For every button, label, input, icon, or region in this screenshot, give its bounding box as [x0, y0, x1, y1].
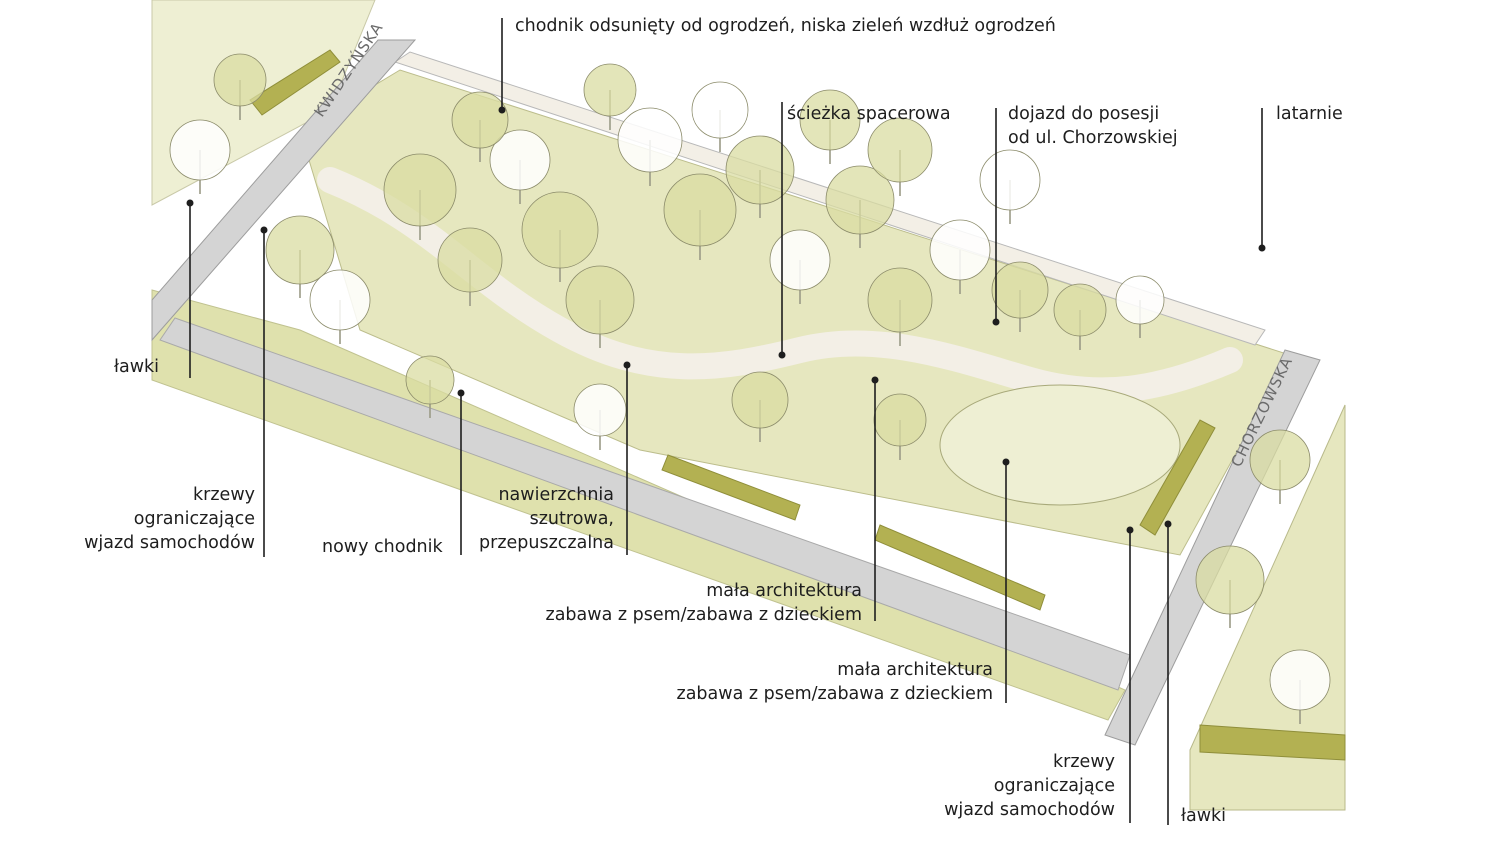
- tree-canopy: [799, 89, 861, 164]
- hedge-far-right: [1199, 724, 1346, 761]
- leader-shrubs-right-dot: [1126, 526, 1134, 534]
- leader-walking-path-dot: [778, 351, 786, 359]
- tree-canopy: [867, 267, 933, 346]
- label-line: latarnie: [1276, 104, 1343, 124]
- label-line: krzewy: [1053, 752, 1115, 772]
- label-line: nawierzchnia: [498, 485, 614, 505]
- label-shrubs-left: krzewy ograniczające wjazd samochodów: [84, 483, 255, 555]
- label-small-architecture-1: mała architektura zabawa z psem/zabawa z…: [546, 579, 862, 627]
- label-line: zabawa z psem/zabawa z dzieckiem: [676, 684, 993, 704]
- label-line: mała architektura: [837, 660, 993, 680]
- label-line: ławki: [1181, 806, 1227, 826]
- tree-canopy: [617, 107, 683, 186]
- label-gravel-surface: nawierzchnia szutrowa, przepuszczalna: [479, 483, 614, 555]
- hedge-left: [249, 49, 341, 116]
- tree-canopy: [437, 227, 503, 306]
- leader-street-lamps-dot: [1258, 244, 1266, 252]
- tree-canopy: [873, 393, 927, 460]
- kwidzynska-street: [151, 39, 417, 342]
- tree-canopy: [691, 81, 749, 152]
- label-line: chodnik odsunięty od ogrodzeń, niska zie…: [515, 16, 1056, 36]
- hedge-right: [1139, 419, 1216, 536]
- label-line: ograniczające: [993, 776, 1115, 796]
- tree-canopy: [663, 173, 737, 260]
- leader-lines: [186, 18, 1266, 825]
- leader-shrubs-left-dot: [260, 226, 268, 234]
- label-street-lamps: latarnie: [1276, 102, 1343, 126]
- leader-sidewalk-offset-dot: [498, 106, 506, 114]
- tree-canopy: [769, 229, 831, 304]
- tree-canopy: [929, 219, 991, 294]
- tree-canopy: [451, 91, 509, 162]
- leader-new-sidewalk-dot: [457, 389, 465, 397]
- tree-canopy: [565, 265, 635, 348]
- tree-canopy: [583, 63, 637, 130]
- label-shrubs-right: krzewy ograniczające wjazd samochodów: [944, 750, 1115, 822]
- label-line: szutrowa,: [529, 509, 614, 529]
- label-line: nowy chodnik: [322, 537, 443, 557]
- leader-small-architecture-2-dot: [1002, 458, 1010, 466]
- tree-canopy: [1053, 283, 1107, 350]
- label-line: ograniczające: [133, 509, 255, 529]
- leader-access-road-dot: [992, 318, 1000, 326]
- tree-canopy: [731, 371, 789, 442]
- tree-canopy: [1195, 545, 1265, 628]
- leader-benches-left-dot: [186, 199, 194, 207]
- tree-canopy: [405, 355, 455, 418]
- label-access-road: dojazd do posesji od ul. Chorzowskiej: [1008, 102, 1178, 150]
- tree-canopy: [309, 269, 371, 344]
- label-line: od ul. Chorzowskiej: [1008, 128, 1178, 148]
- tree-canopy: [213, 53, 267, 120]
- label-walking-path: ścieżka spacerowa: [787, 102, 951, 126]
- tree-canopy: [383, 153, 457, 240]
- leader-gravel-surface-dot: [623, 361, 631, 369]
- tree-canopy: [489, 129, 551, 204]
- tree-canopy: [169, 119, 231, 194]
- label-line: krzewy: [193, 485, 255, 505]
- label-benches-right: ławki: [1181, 804, 1226, 828]
- label-benches-left: ławki: [114, 355, 159, 379]
- label-sidewalk-offset: chodnik odsunięty od ogrodzeń, niska zie…: [515, 14, 1056, 38]
- label-line: przepuszczalna: [479, 533, 614, 553]
- leader-small-architecture-1-dot: [871, 376, 879, 384]
- tree-canopy: [1115, 275, 1165, 338]
- hedge-front-2: [874, 524, 1046, 611]
- label-line: mała architektura: [706, 581, 862, 601]
- tree-canopy: [1269, 649, 1331, 724]
- tree-canopy: [1249, 429, 1311, 504]
- tree-canopy: [825, 165, 895, 248]
- tree-canopy: [979, 149, 1041, 224]
- label-line: wjazd samochodów: [84, 533, 255, 553]
- label-new-sidewalk: nowy chodnik: [322, 535, 443, 559]
- tree-canopy: [265, 215, 335, 298]
- label-line: dojazd do posesji: [1008, 104, 1160, 124]
- tree-canopies: [169, 53, 1331, 724]
- label-small-architecture-2: mała architektura zabawa z psem/zabawa z…: [677, 658, 993, 706]
- tree-canopy: [521, 191, 599, 282]
- label-line: wjazd samochodów: [944, 800, 1115, 820]
- label-line: ścieżka spacerowa: [787, 104, 951, 124]
- tree-canopy: [573, 383, 627, 450]
- tree-canopy: [725, 135, 795, 218]
- leader-benches-right-dot: [1164, 520, 1172, 528]
- tree-canopy: [867, 117, 933, 196]
- label-line: zabawa z psem/zabawa z dzieckiem: [545, 605, 862, 625]
- tree-canopy: [991, 261, 1049, 332]
- hedge-front-1: [661, 454, 801, 521]
- label-line: ławki: [114, 357, 160, 377]
- play-area-lawn: [939, 384, 1181, 506]
